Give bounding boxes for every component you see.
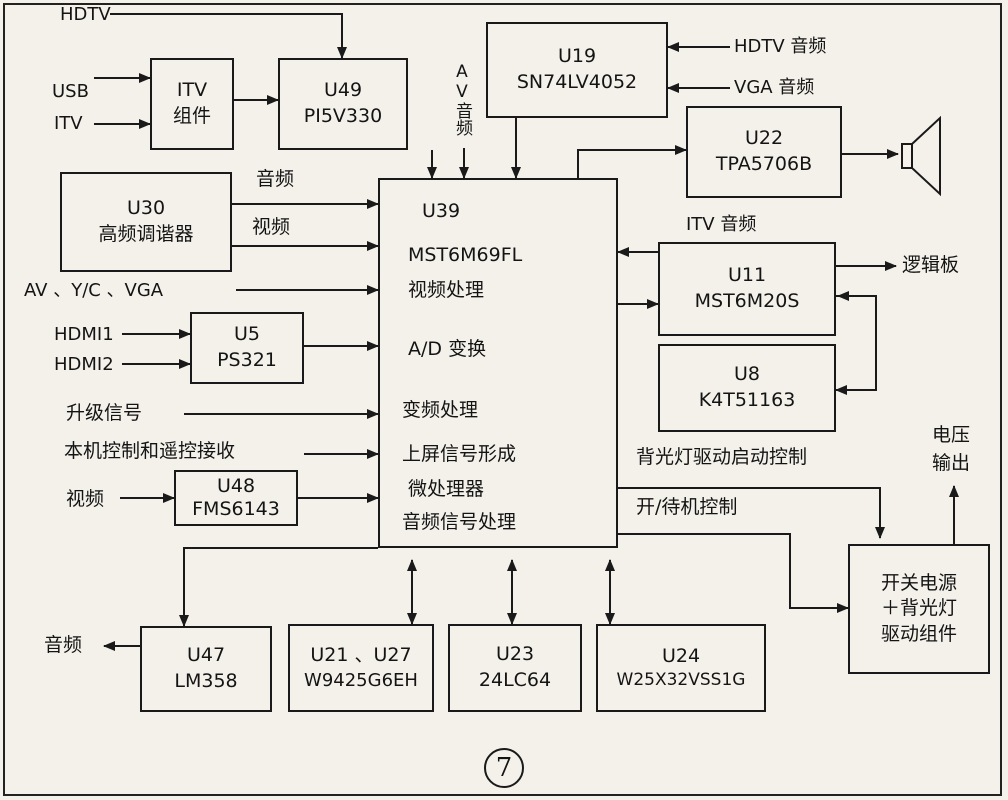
u5-part: PS321 [217,349,277,371]
u30-desc: 高频调谐器 [98,223,194,245]
label-hdmi1: HDMI1 [54,324,114,345]
u24-block: U24 W25X32VSS1G [596,624,766,712]
u48-part: FMS6143 [192,498,280,520]
u47-block: U47 LM358 [140,626,272,712]
u22-name: U22 [744,127,784,150]
u5-name: U5 [234,323,260,346]
u39-func-panel: 上屏信号形成 [402,443,517,465]
u11-part: MST6M20S [694,290,800,312]
label-audio-out: 音频 [44,634,83,656]
label-logic-board: 逻辑板 [902,254,960,276]
psu-line1: 开关电源 [880,571,957,594]
u39-func-ad: A/D 变换 [408,338,487,360]
u30-block: U30 高频调谐器 [60,172,232,272]
label-itv: ITV [54,113,83,134]
label-u30-video: 视频 [252,216,291,238]
label-u48-video: 视频 [66,488,105,510]
u8-part: K4T51163 [698,389,796,411]
u21-u27-name: U21 、U27 [310,644,412,667]
u22-part: TPA5706B [715,153,813,175]
u49-part: PI5V330 [303,105,383,127]
u39-func-video: 视频处理 [408,279,485,301]
itv-module-desc: 组件 [172,105,211,127]
figure-number: 7 [484,748,524,788]
u39-func-scaler: 变频处理 [402,399,479,421]
u19-name: U19 [557,45,597,68]
u39-func-mcu: 微处理器 [408,478,485,500]
speaker-icon [901,115,941,197]
psu-line3: 驱动组件 [880,622,957,645]
diagram-frame [3,3,1002,796]
u21-u27-block: U21 、U27 W9425G6EH [288,624,434,712]
label-u30-audio: 音频 [256,168,295,190]
u23-name: U23 [495,643,535,666]
label-hdtv: HDTV [60,4,111,25]
label-voltage-out-2: 输出 [932,452,971,474]
u48-block: U48 FMS6143 [174,470,298,526]
u5-block: U5 PS321 [190,312,304,384]
u49-block: U49 PI5V330 [278,58,408,150]
u24-name: U24 [661,644,701,667]
u23-part: 24LC64 [478,669,552,691]
u39-block: U39 MST6M69FL 视频处理 A/D 变换 变频处理 上屏信号形成 微处… [378,178,618,548]
itv-module-name: ITV [176,79,208,102]
u21-u27-part: W9425G6EH [304,669,418,691]
label-hdtv-audio: HDTV 音频 [734,36,827,57]
psu-line2: ＋背光灯 [880,597,957,620]
label-usb: USB [52,81,89,102]
u39-part: MST6M69FL [408,244,523,266]
u47-name: U47 [186,644,226,667]
u24-part: W25X32VSS1G [616,670,746,691]
label-backlight-control: 背光灯驱动启动控制 [636,446,808,468]
u30-name: U30 [126,197,166,220]
u39-name: U39 [422,200,461,222]
u48-name: U48 [216,475,256,498]
u11-block: U11 MST6M20S [658,242,836,336]
label-local-remote-control: 本机控制和遥控接收 [64,440,236,462]
u23-block: U23 24LC64 [448,624,582,712]
u49-name: U49 [323,79,363,102]
label-voltage-out-1: 电压 [932,424,971,446]
psu-block: 开关电源 ＋背光灯 驱动组件 [848,544,990,674]
itv-module-block: ITV 组件 [150,58,234,150]
u19-part: SN74LV4052 [516,71,638,93]
label-av-audio: AV音频 [452,62,472,136]
u39-func-audio: 音频信号处理 [402,511,517,533]
u47-part: LM358 [174,670,238,692]
u8-block: U8 K4T51163 [658,344,836,432]
label-hdmi2: HDMI2 [54,354,114,375]
label-vga-audio: VGA 音频 [734,77,815,98]
label-standby-control: 开/待机控制 [636,496,738,518]
u19-block: U19 SN74LV4052 [486,22,668,118]
label-upgrade-signal: 升级信号 [66,402,143,424]
label-itv-audio: ITV 音频 [686,214,757,235]
u11-name: U11 [727,264,767,287]
label-av-yc-vga: AV 、Y/C 、VGA [24,280,164,301]
u22-block: U22 TPA5706B [686,106,842,198]
u8-name: U8 [734,363,760,386]
